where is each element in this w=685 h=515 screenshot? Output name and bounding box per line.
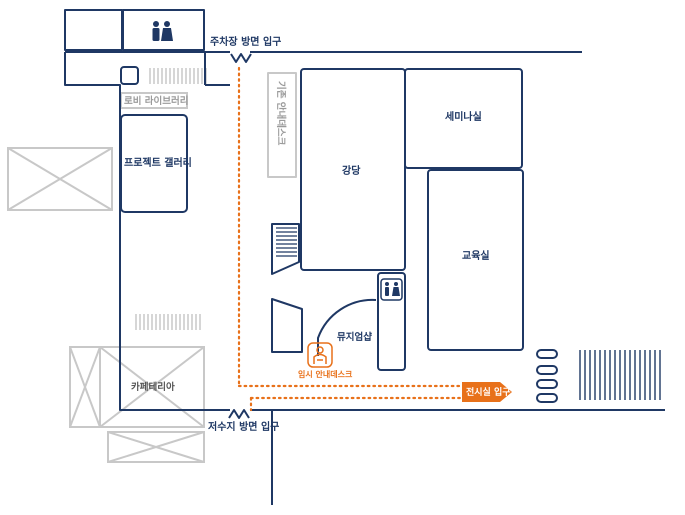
- info-desk-person-icon: [307, 342, 333, 368]
- door-bottom: [228, 409, 250, 419]
- temp-info-desk-label: 임시 안내데스크: [298, 369, 353, 379]
- project-gallery-room: [120, 114, 188, 213]
- auditorium-label: 강당: [342, 164, 361, 177]
- door-top: [230, 53, 252, 63]
- seminar-room-label: 세미나실: [445, 110, 482, 123]
- bollards: [536, 349, 558, 403]
- building-walls: [64, 9, 665, 505]
- outside-areas: [7, 68, 207, 463]
- cafeteria-label: 카페테리아: [131, 381, 175, 393]
- museum-shop-label: 뮤지엄샵: [337, 331, 372, 343]
- crosswalk: [579, 350, 661, 400]
- route-arrow-icon: [462, 382, 512, 402]
- restroom-icon: [152, 21, 173, 41]
- stairs-top: [149, 68, 207, 84]
- auditorium-room: [300, 68, 406, 271]
- blocked-area-left: [7, 147, 113, 211]
- restroom-column: [377, 272, 406, 371]
- project-gallery-label: 프로젝트 갤러리: [124, 156, 192, 169]
- lobby-pillar: [120, 66, 139, 85]
- lobby-library-label: 로비 라이브러리: [124, 95, 189, 107]
- restroom-icon-column: [380, 278, 403, 301]
- classroom-room: [427, 169, 524, 351]
- reservoir-entrance-label: 저수지 방면 입구: [208, 420, 279, 433]
- cafeteria-block: [69, 346, 205, 463]
- restroom-room-top: [122, 9, 205, 51]
- parking-entrance-label: 주차장 방면 입구: [210, 35, 281, 48]
- existing-info-desk-label: 기존 안내데스크: [275, 81, 287, 146]
- seminar-room: [404, 68, 523, 169]
- visitor-route: [237, 66, 464, 412]
- stairs-mid: [135, 314, 201, 330]
- museum-shop-wall: [317, 298, 377, 356]
- ramp-wall: [271, 223, 300, 275]
- exhibition-entrance-label: 전시실 입구: [466, 386, 511, 398]
- classroom-label: 교육실: [462, 249, 490, 262]
- room-top-left: [64, 9, 123, 51]
- existing-info-desk-box: [267, 72, 297, 178]
- slanted-wall: [271, 298, 303, 353]
- stairs-auditorium: [276, 227, 297, 257]
